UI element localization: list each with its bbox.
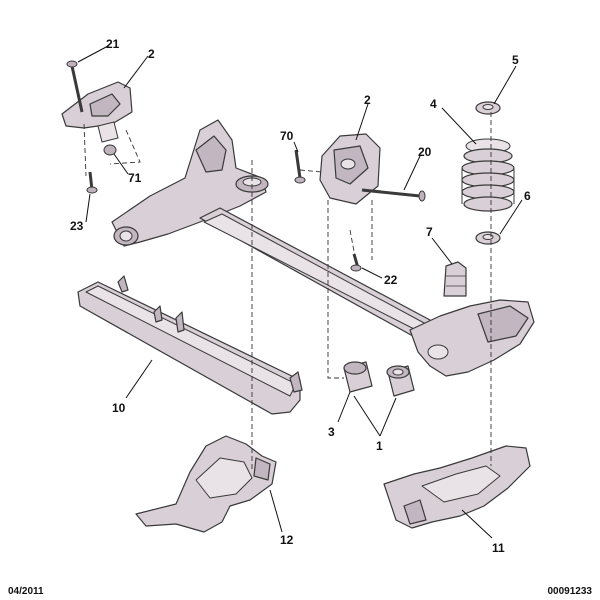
alignment-lines xyxy=(83,112,492,470)
coil-spring-4 xyxy=(461,138,515,212)
callout-22: 22 xyxy=(384,273,398,287)
underbody-shield-11 xyxy=(383,445,531,529)
callout-labels: 21 2 71 23 70 2 20 22 5 4 6 7 10 3 1 12 … xyxy=(70,37,531,555)
bolt-70 xyxy=(294,149,306,184)
footer-reference-number: 00091233 xyxy=(548,586,593,597)
screw-22 xyxy=(350,253,362,272)
callout-2-left: 2 xyxy=(148,47,155,61)
nut-71 xyxy=(103,144,117,156)
callout-12: 12 xyxy=(280,533,294,547)
callout-70: 70 xyxy=(280,129,294,143)
bolt-23 xyxy=(86,171,98,194)
mounting-bracket-left xyxy=(61,81,133,143)
spring-upper-cap-5 xyxy=(475,101,501,115)
footer-date: 04/2011 xyxy=(8,586,44,597)
bolt-21 xyxy=(66,60,84,113)
callout-10: 10 xyxy=(112,401,126,415)
bushing-1 xyxy=(386,365,415,397)
callout-4: 4 xyxy=(430,97,437,111)
callout-23: 23 xyxy=(70,219,84,233)
underbody-shield-12 xyxy=(135,435,277,533)
callout-6: 6 xyxy=(524,189,531,203)
mounting-bracket-right xyxy=(319,133,381,205)
heat-shield-10 xyxy=(77,275,303,415)
callout-2-right: 2 xyxy=(364,93,371,107)
callout-21: 21 xyxy=(106,37,120,51)
callout-5: 5 xyxy=(512,53,519,67)
callout-20: 20 xyxy=(418,145,432,159)
callout-7: 7 xyxy=(426,225,433,239)
bushing-3 xyxy=(343,361,373,393)
bump-stop-7 xyxy=(443,261,467,297)
callout-11: 11 xyxy=(492,541,505,555)
leader-lines xyxy=(77,45,523,539)
callout-1: 1 xyxy=(376,439,383,453)
bolt-20 xyxy=(361,188,426,202)
spring-lower-seat-6 xyxy=(475,231,501,245)
callout-3: 3 xyxy=(328,425,335,439)
callout-71: 71 xyxy=(128,171,142,185)
